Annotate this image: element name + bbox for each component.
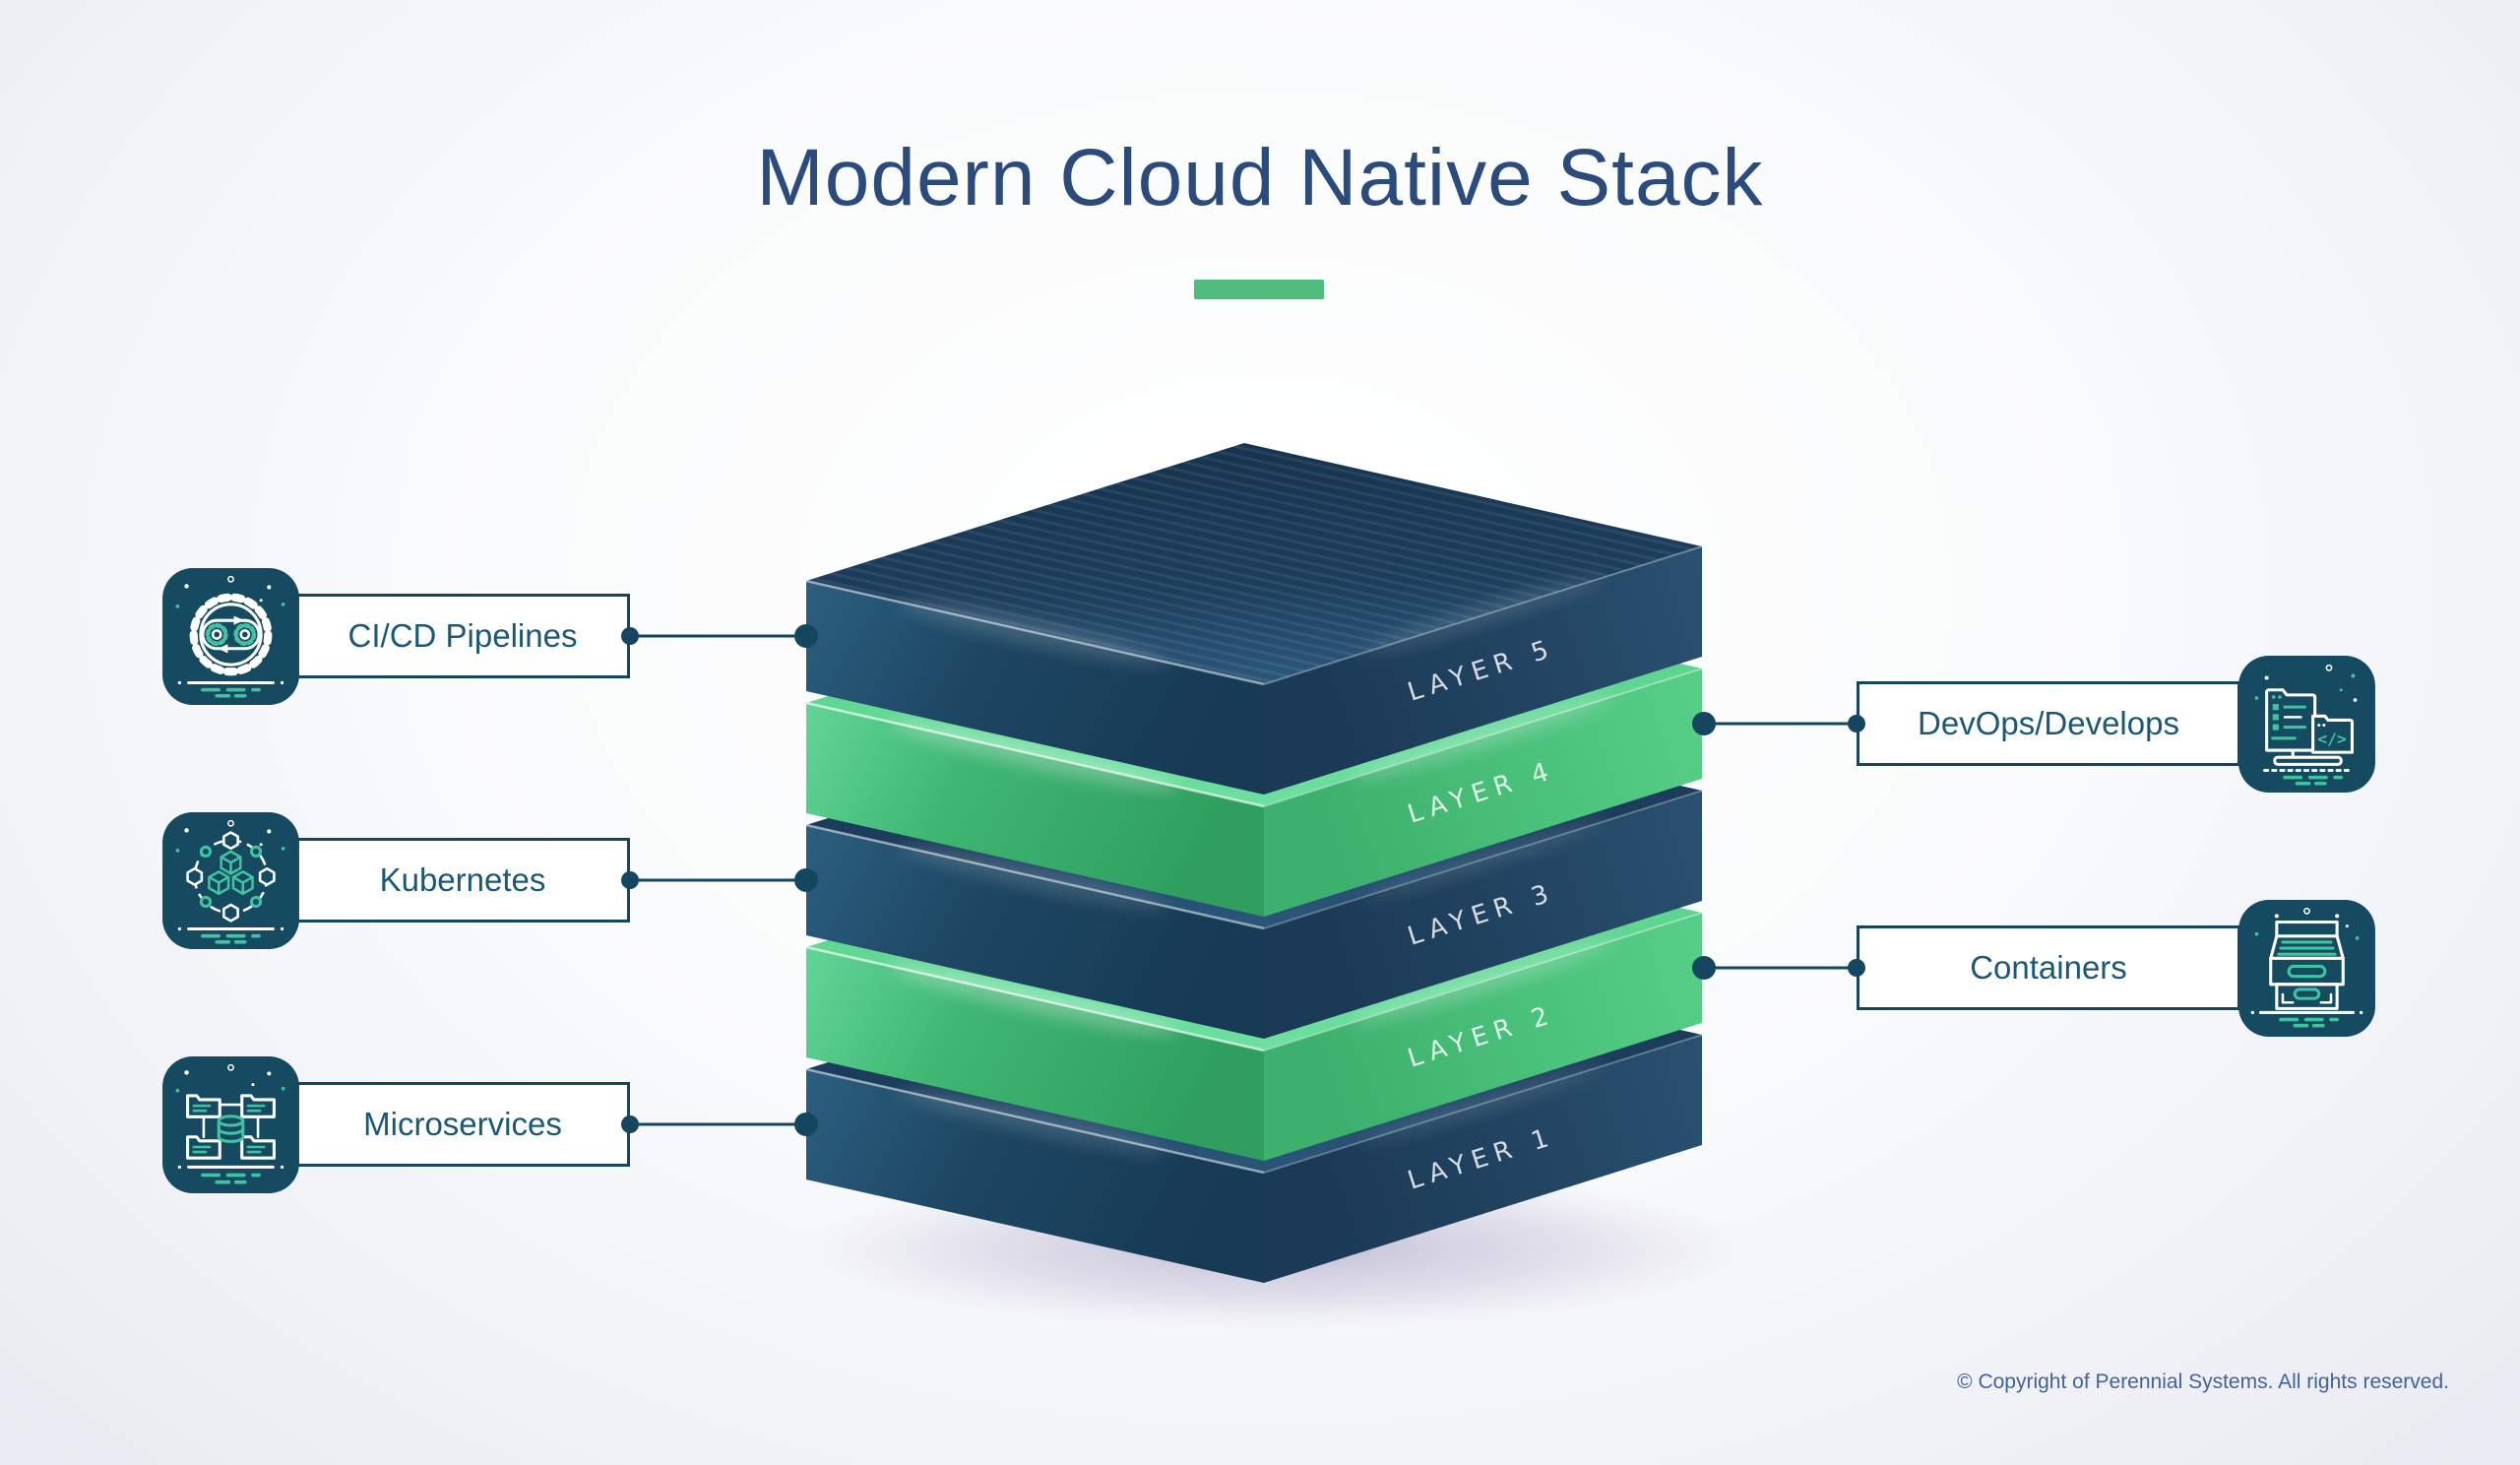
containers-icon (2238, 900, 2375, 1037)
microservices-icon (162, 1056, 299, 1193)
label-box-devops: DevOps/Develops (1857, 681, 2240, 766)
title-accent-bar (1194, 280, 1324, 299)
label-text: DevOps/Develops (1918, 705, 2179, 741)
stack-layer-5: LAYER 5 (805, 443, 1703, 795)
kubernetes-icon (162, 812, 299, 949)
page-title: Modern Cloud Native Stack (756, 133, 1764, 223)
copyright-notice: © Copyright of Perennial Systems. All ri… (1957, 1370, 2449, 1393)
label-text: Containers (1970, 949, 2127, 986)
label-box-cicd-pipelines: CI/CD Pipelines (295, 594, 630, 678)
label-box-microservices: Microservices (295, 1082, 630, 1167)
code-glyph: </> (2317, 730, 2347, 748)
cicd-icon (162, 568, 299, 705)
label-box-containers: Containers (1857, 925, 2240, 1010)
label-text: CI/CD Pipelines (347, 617, 578, 654)
label-text: Kubernetes (379, 861, 546, 898)
devops-icon: </> (2238, 656, 2375, 793)
label-text: Microservices (363, 1106, 562, 1142)
label-box-kubernetes: Kubernetes (295, 838, 630, 923)
